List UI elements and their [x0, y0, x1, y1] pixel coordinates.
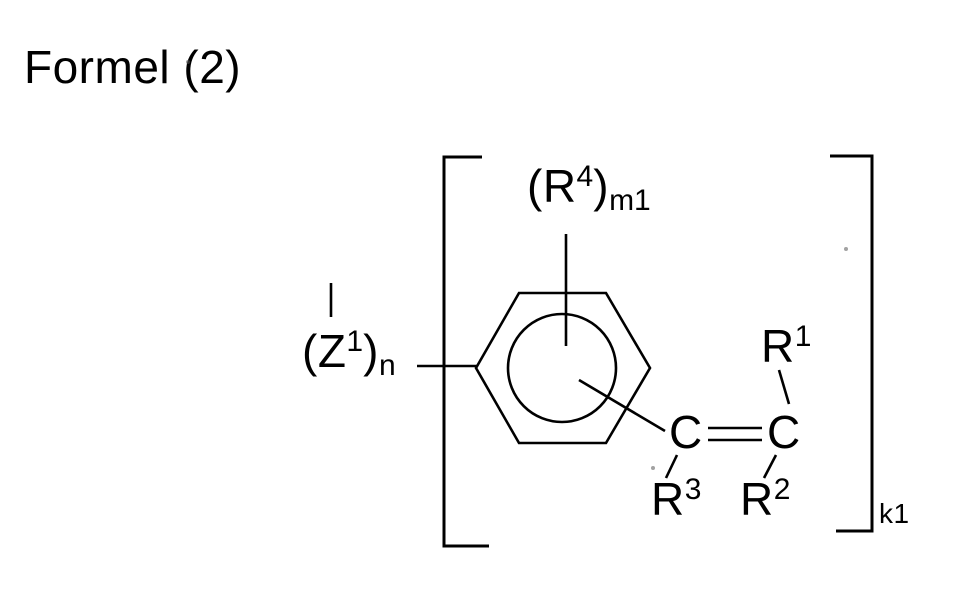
r3-substituent-label: R3 [651, 473, 702, 525]
formula-title: Formel (2) [24, 41, 242, 93]
z1-close: ) [363, 325, 379, 377]
scan-artifact-dot [844, 247, 848, 251]
r4-close: ) [593, 160, 610, 212]
z1-open: (Z [302, 325, 347, 377]
carbon-right-label: C [767, 406, 801, 458]
r2-base: R [740, 473, 774, 525]
r2-substituent-label: R2 [740, 473, 791, 525]
benzene-circle [506, 312, 618, 424]
z1-superscript: 1 [346, 325, 364, 358]
r1-superscript: 1 [794, 320, 812, 353]
bond-ring-vinyl [578, 378, 666, 433]
scan-artifact-dot [651, 466, 655, 470]
r1-base: R [761, 320, 795, 372]
r3-superscript: 3 [684, 473, 702, 506]
bracket-subscript-k1: k1 [879, 498, 910, 529]
r4-subscript: m1 [609, 184, 651, 217]
left-bracket [442, 155, 489, 548]
bond-c-r1 [777, 369, 791, 405]
benzene-hexagon [474, 291, 652, 445]
r4-superscript: 4 [576, 160, 594, 193]
r1-substituent-label: R1 [761, 320, 812, 372]
r2-superscript: 2 [773, 473, 791, 506]
r3-base: R [651, 473, 685, 525]
bond-c-r3 [664, 454, 679, 479]
scan-artifact-dot [186, 60, 190, 64]
bond-c-r2 [762, 454, 778, 479]
z1-subscript: n [378, 349, 396, 382]
r4-open: (R [527, 160, 577, 212]
right-bracket [830, 154, 874, 533]
carbon-left-label: C [669, 406, 703, 458]
r4-substituent-label: (R4)m1 [527, 162, 651, 216]
z1-substituent-label: (Z1)n [302, 327, 396, 381]
